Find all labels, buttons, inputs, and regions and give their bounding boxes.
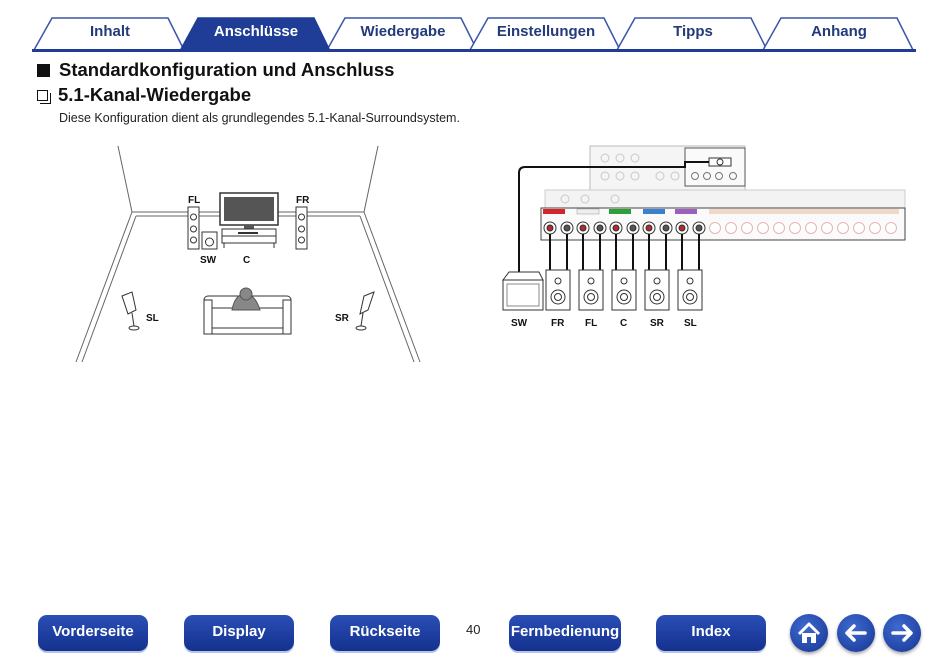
tab-outlines: [32, 17, 916, 52]
room-label-sw: SW: [200, 255, 217, 266]
index-button[interactable]: Index: [656, 615, 766, 651]
arrow-right-icon: [891, 624, 913, 642]
fr-speaker-icon: [295, 206, 308, 250]
home-button[interactable]: [790, 614, 828, 652]
speaker-box-c-icon: [611, 269, 637, 311]
remote-control-button[interactable]: Fernbedienung: [509, 615, 621, 651]
front-panel-label: Vorderseite: [52, 623, 134, 640]
speaker-box-sr-icon: [644, 269, 670, 311]
speaker-label-c: C: [620, 318, 627, 329]
room-label-sl: SL: [146, 313, 159, 324]
room-label-sr: SR: [335, 313, 350, 324]
speaker-box-fl-icon: [578, 269, 604, 311]
square-bullet-icon: [37, 63, 50, 77]
tab-wiedergabe[interactable]: Wiedergabe: [360, 23, 446, 40]
subsection-heading: 5.1-Kanal-Wiedergabe: [37, 84, 251, 106]
rear-panel-button[interactable]: Rückseite: [330, 615, 440, 651]
subwoofer-icon: [201, 231, 218, 250]
room-label-fr: FR: [296, 195, 310, 206]
speaker-label-fl: FL: [585, 318, 597, 329]
page-number: 40: [466, 622, 481, 637]
subwoofer-box-icon: [502, 271, 544, 311]
tab-inhalt[interactable]: Inhalt: [90, 23, 130, 40]
sl-speaker-icon: [121, 291, 140, 331]
tab-tipps[interactable]: Tipps: [673, 23, 713, 40]
subsection-title: 5.1-Kanal-Wiedergabe: [58, 84, 252, 105]
description-text: Diese Konfiguration dient als grundlegen…: [59, 111, 460, 125]
tab-einstellungen[interactable]: Einstellungen: [496, 23, 596, 40]
fl-speaker-icon: [187, 206, 200, 250]
arrow-left-icon: [845, 624, 867, 642]
tab-anhang[interactable]: Anhang: [811, 23, 867, 40]
speaker-label-sr: SR: [650, 318, 665, 329]
speaker-label-fr: FR: [551, 318, 565, 329]
unused-terminals: [709, 222, 897, 234]
index-label: Index: [691, 623, 731, 640]
sr-speaker-icon: [355, 291, 375, 331]
room-label-c: C: [243, 255, 250, 266]
section-heading: Standardkonfiguration und Anschluss: [37, 59, 394, 81]
tab-bar: Inhalt Anschlüsse Wiedergabe Einstellung…: [0, 0, 950, 56]
front-panel-button[interactable]: Vorderseite: [38, 615, 148, 651]
back-button[interactable]: [837, 614, 875, 652]
section-title: Standardkonfiguration und Anschluss: [59, 59, 395, 80]
wiring-diagram: SW FR FL C SR SL: [502, 145, 906, 329]
speaker-label-sw: SW: [511, 318, 528, 329]
forward-button[interactable]: [883, 614, 921, 652]
box-bullet-icon: [37, 89, 51, 104]
room-layout-diagram: FL FR SW C SL SR: [75, 145, 421, 363]
speaker-label-sl: SL: [684, 318, 697, 329]
display-button[interactable]: Display: [184, 615, 294, 651]
rear-panel-label: Rückseite: [349, 623, 421, 640]
sofa-icon: [203, 287, 292, 335]
room-label-fl: FL: [188, 195, 200, 206]
subwoofer-cable: [518, 161, 709, 272]
speaker-box-fr-icon: [545, 269, 571, 311]
remote-control-label: Fernbedienung: [510, 623, 620, 640]
tab-anschluesse[interactable]: Anschlüsse: [213, 23, 299, 40]
home-icon: [797, 622, 821, 643]
tv-icon: [219, 192, 279, 248]
speaker-box-sl-icon: [677, 269, 703, 311]
display-label: Display: [212, 623, 266, 640]
